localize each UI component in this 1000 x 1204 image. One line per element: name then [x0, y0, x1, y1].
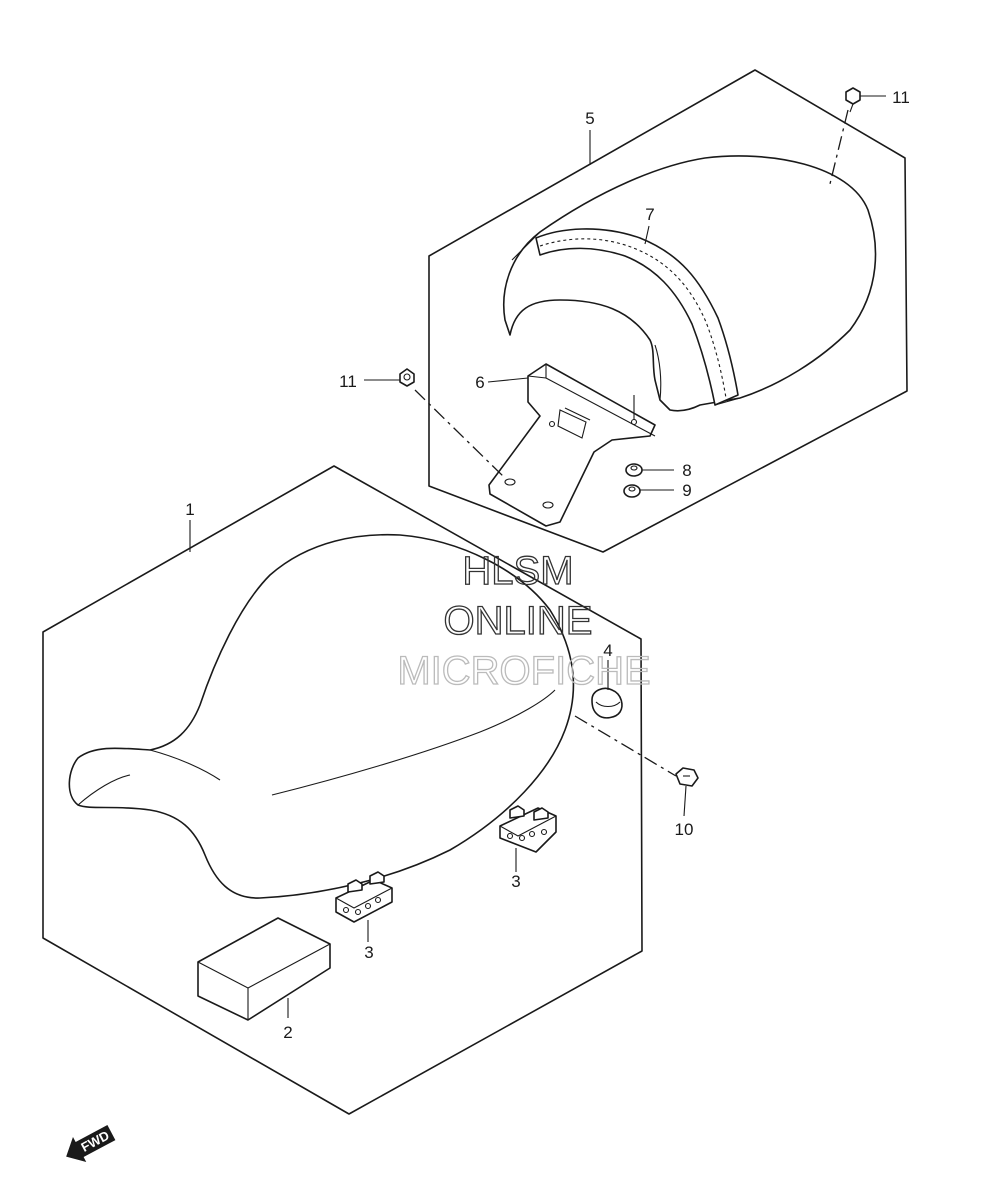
bolt-10	[675, 767, 699, 817]
watermark-line-1: HLSM	[462, 549, 573, 593]
bolt-11-left	[399, 368, 415, 387]
leader-lines	[189, 95, 886, 1018]
callout-10: 10	[675, 820, 694, 839]
callout-labels: 1 2 3 3 4 5 6 7 8 9 10 11 11	[185, 88, 910, 1042]
front-seat-assembly	[68, 533, 575, 899]
front-seat-group-frame	[42, 465, 643, 1115]
rear-seat-assembly	[502, 155, 877, 412]
callout-1: 1	[185, 500, 194, 519]
alignment-line-right	[574, 715, 677, 777]
alignment-line-top	[828, 109, 849, 189]
watermark: HLSM ONLINE MICROFICHE	[397, 548, 652, 693]
washer-9	[623, 484, 641, 498]
callout-11-top: 11	[892, 88, 910, 107]
seat-box	[197, 917, 331, 1021]
callout-3-left: 3	[364, 943, 373, 962]
watermark-line-3: MICROFICHE	[397, 649, 650, 693]
callout-2: 2	[283, 1023, 292, 1042]
bolt-11-top	[845, 87, 861, 113]
callout-5: 5	[585, 109, 594, 128]
callout-9: 9	[682, 481, 691, 500]
callout-8: 8	[682, 461, 691, 480]
callout-7: 7	[645, 205, 654, 224]
rubber-mount-left	[335, 871, 393, 923]
seat-bracket	[488, 363, 656, 527]
callout-4: 4	[603, 641, 612, 660]
watermark-line-2: ONLINE	[444, 599, 593, 643]
fwd-arrow-icon: FWD	[66, 1125, 116, 1162]
cushion-4	[591, 687, 623, 719]
callout-11-left: 11	[339, 372, 357, 391]
callout-6: 6	[475, 373, 484, 392]
callout-3-right: 3	[511, 872, 520, 891]
alignment-line-left	[414, 389, 506, 479]
rear-seat-group-frame	[428, 69, 908, 553]
washer-8	[625, 463, 643, 477]
rubber-mount-right	[499, 805, 557, 853]
